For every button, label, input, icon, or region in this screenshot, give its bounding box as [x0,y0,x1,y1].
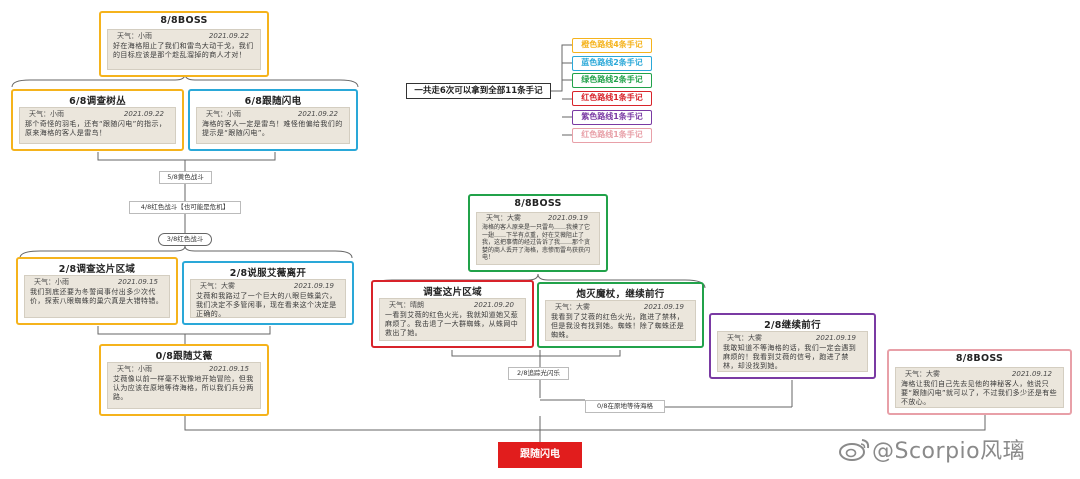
legend-purple-route: 紫色路线1条手记 [572,110,652,125]
note-text: 海格的客人原来是一只雷鸟……我摸了它一翅……下半有点重，好在艾薇阻止了我，这把事… [482,224,591,261]
note-text: 一看到艾薇的红色火光，我就知道她又惹麻烦了。我击退了一大群蜘蛛，从蛛网中救出了她… [385,311,519,337]
date-label: 2021.09.22 [123,110,164,118]
summary-label: 一共走6次可以拿到全部11条手记 [406,83,551,99]
weather-label: 天气：大雾 [727,334,762,342]
weather-label: 天气：大雾 [486,214,521,222]
weibo-logo-icon [839,439,870,461]
weather-label: 天气：大雾 [200,282,235,290]
date-label: 2021.09.19 [643,303,684,311]
step-pill-0-8[interactable]: 0/8在原地等待海格 [585,400,665,413]
note-text: 艾薇和我路过了一个巨大的八眼巨蛛巢穴，我们决定不多管闲事，现在看来这个决定是正确… [196,292,337,318]
journal-note: 天气：大雾 2021.09.19 我敢知道不等海格的话，我们一定会遇到麻烦的！我看… [717,331,868,372]
legend-label: 蓝色路线2条手记 [581,58,643,67]
journal-note: 天气：大雾 2021.09.12 海格让我们自己先去见他的神秘客人，他说只要“跟随… [895,367,1064,408]
journal-note: 天气：小雨 2021.09.22 那个奇怪的羽毛，还有“跟随闪电”的指示，原来海格… [19,107,176,144]
card-title: 6/8调查树丛 [69,96,126,107]
legend-label: 红色路线1条手记 [581,130,643,139]
step-pill-5-8[interactable]: 5/8黄色战斗 [159,171,212,184]
bracket-mid-bottom [451,350,621,357]
weather-label: 天气：晴朗 [389,301,424,309]
weather-label: 天气：大雾 [555,303,590,311]
note-text: 好在海格阻止了我们和雷鸟大动干戈，我们的目标应该是那个趁乱溜掉的商人才对！ [113,42,254,59]
card-investigate-area-red[interactable]: 调查这片区域 天气：晴朗 2021.09.20 一看到艾薇的红色火光，我就知道她又… [371,280,534,348]
card-continue-forward[interactable]: 2/8继续前行 天气：大雾 2021.09.19 我敢知道不等海格的话，我们一定会… [709,313,876,379]
card-title: 炮灭魔杖，继续前行 [576,289,665,300]
note-text: 海格让我们自己先去见他的神秘客人，他说只要“跟随闪电”就可以了，不过我们多少还是… [901,380,1058,406]
card-title: 调查这片区域 [423,287,482,298]
legend-connectors [551,44,572,136]
legend-green-route: 绿色路线2条手记 [572,73,652,88]
card-title: 6/8跟随闪电 [244,96,302,107]
legend-label: 紫色路线1条手记 [581,112,643,121]
journal-note: 天气：小雨 2021.09.22 好在海格阻止了我们和雷鸟大动干戈，我们的目标应该… [107,29,261,70]
legend-red-route: 红色路线1条手记 [572,91,652,106]
card-destroy-wand[interactable]: 炮灭魔杖，继续前行 天气：大雾 2021.09.19 我看到了艾薇的红色火光，跑进… [537,282,704,348]
legend-label: 红色路线1条手记 [581,93,643,102]
note-text: 海格的客人一定是雷鸟！难怪他偏给我们的提示是“跟随闪电”。 [202,120,343,137]
weather-label: 天气：小雨 [117,32,152,40]
journal-note: 天气：大雾 2021.09.19 我看到了艾薇的红色火光，跑进了禁林，但是我没有找… [545,300,696,341]
note-text: 那个奇怪的羽毛，还有“跟随闪电”的指示，原来海格的客人是雷鸟！ [25,120,167,137]
card-right-boss[interactable]: 8/8BOSS 天气：大雾 2021.09.12 海格让我们自己先去见他的神秘客人… [887,349,1072,415]
note-text: 我们到底还要为冬誓闻事付出多少次代价，探索八眼蜘蛛的巢穴真是大错特错。 [30,288,164,305]
legend-label: 绿色路线2条手记 [581,75,643,84]
watermark: @Scorpio风璃 [838,434,1025,464]
watermark-text: @Scorpio风璃 [872,439,1026,464]
root-node-follow-lightning[interactable]: 跟随闪电 [498,442,582,468]
main-bus-line [184,415,986,431]
date-label: 2021.09.22 [297,110,338,118]
date-label: 2021.09.15 [117,278,158,286]
journal-note: 天气：小雨 2021.09.22 海格的客人一定是雷鸟！难怪他偏给我们的提示是“跟… [196,107,350,144]
legend-blue-route: 蓝色路线2条手记 [572,56,652,71]
date-label: 2021.09.15 [208,365,249,373]
date-label: 2021.09.22 [208,32,249,40]
date-label: 2021.09.19 [547,214,588,222]
step-pill-2-8[interactable]: 2/8追踪光闪乐 [508,367,569,380]
card-title: 8/8BOSS [160,15,208,26]
card-follow-ivy[interactable]: 0/8跟随艾薇 天气：小雨 2021.09.15 艾薇像以前一样毫不犹豫地开始冒险… [99,344,269,416]
journal-note: 天气：小雨 2021.09.15 我们到底还要为冬誓闻事付出多少次代价，探索八眼蜘… [24,275,170,318]
card-persuade-ivy[interactable]: 2/8说服艾薇离开 天气：大雾 2021.09.19 艾薇和我路过了一个巨大的八眼… [182,261,354,325]
card-mid-boss[interactable]: 8/8BOSS 天气：大雾 2021.09.19 海格的客人原来是一只雷鸟……我摸… [468,194,608,272]
brace-2-8 [19,245,353,259]
weather-label: 天气：大雾 [905,370,940,378]
weather-label: 天气：小雨 [206,110,241,118]
card-title: 2/8调查这片区域 [58,264,136,275]
date-label: 2021.09.19 [815,334,856,342]
date-label: 2021.09.19 [293,282,334,290]
card-investigate-area-2[interactable]: 2/8调查这片区域 天气：小雨 2021.09.15 我们到底还要为冬誓闻事付出多… [16,257,178,325]
legend-label: 橙色路线4条手记 [581,40,643,49]
date-label: 2021.09.12 [1011,370,1052,378]
weather-label: 天气：小雨 [34,278,69,286]
legend-pink-route: 红色路线1条手记 [572,128,652,143]
note-text: 艾薇像以前一样毫不犹豫地开始冒险，但我认为应该在原地等待海格，所以我们兵分两路。 [113,375,254,401]
date-label: 2021.09.20 [473,301,514,309]
bracket-6-8 [97,152,276,161]
card-top-boss[interactable]: 8/8BOSS 天气：小雨 2021.09.22 好在海格阻止了我们和雷鸟大动干戈… [99,11,269,77]
note-text: 我看到了艾薇的红色火光，跑进了禁林，但是我没有找到她。蜘蛛！除了蜘蛛还是蜘蛛。 [551,313,685,339]
card-title: 8/8BOSS [955,353,1004,364]
card-title: 2/8说服艾薇离开 [229,268,307,279]
bracket-2-8-bottom [97,326,271,335]
card-title: 2/8继续前行 [764,320,821,331]
journal-note: 天气：小雨 2021.09.15 艾薇像以前一样毫不犹豫地开始冒险，但我认为应该在… [107,362,261,409]
weather-label: 天气：小雨 [29,110,64,118]
legend-orange-route: 橙色路线4条手记 [572,38,652,53]
weather-label: 天气：小雨 [117,365,152,373]
step-pill-3-8[interactable]: 3/8红色战斗 [158,233,212,246]
card-title: 8/8BOSS [514,198,562,209]
card-follow-lightning-6[interactable]: 6/8跟随闪电 天气：小雨 2021.09.22 海格的客人一定是雷鸟！难怪他偏给… [188,89,358,151]
card-title: 0/8跟随艾薇 [155,351,213,362]
journal-note: 天气：大雾 2021.09.19 艾薇和我路过了一个巨大的八眼巨蛛巢穴，我们决定不… [190,279,346,318]
step-pill-4-8[interactable]: 4/8红色战斗【也可能是危机】 [129,201,241,214]
journal-note: 天气：晴朗 2021.09.20 一看到艾薇的红色火光，我就知道她又惹麻烦了。我击… [379,298,526,341]
card-investigate-bushes[interactable]: 6/8调查树丛 天气：小雨 2021.09.22 那个奇怪的羽毛，还有“跟随闪电”… [11,89,184,151]
note-text: 我敢知道不等海格的话，我们一定会遇到麻烦的！我看到艾薇的信号，跑进了禁林，却没找… [723,344,857,370]
journal-note: 天气：大雾 2021.09.19 海格的客人原来是一只雷鸟……我摸了它一翅……下半… [476,212,600,265]
